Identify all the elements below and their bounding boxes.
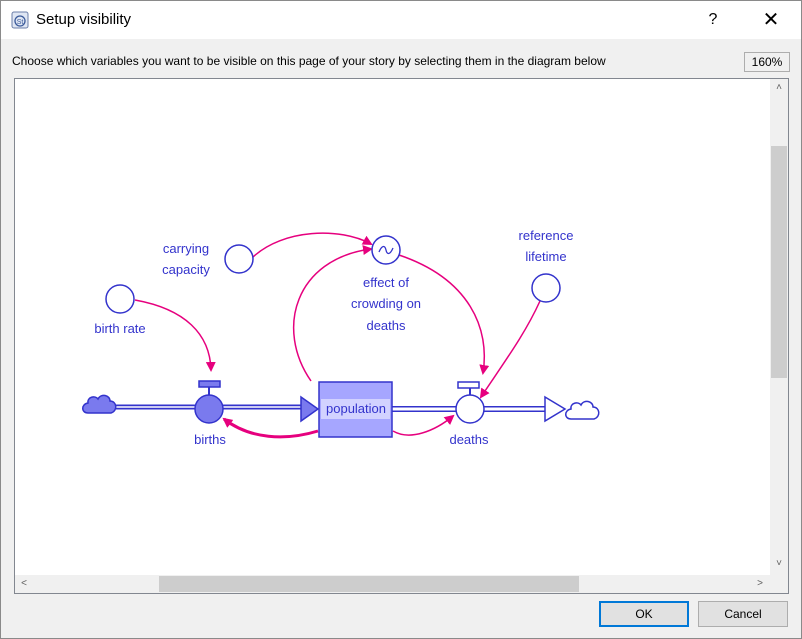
instructions-text: Choose which variables you want to be vi… xyxy=(12,54,606,68)
population-label: population xyxy=(326,401,386,416)
effect-of-crowding-label-1: effect of xyxy=(363,275,409,290)
vertical-scroll-thumb[interactable] xyxy=(771,146,787,378)
cancel-button[interactable]: Cancel xyxy=(698,601,788,627)
scroll-down-arrow[interactable]: ˅ xyxy=(776,558,782,569)
window-title: Setup visibility xyxy=(36,11,132,28)
reference-lifetime-label-1: reference xyxy=(519,228,574,243)
carrying-capacity-label-2: capacity xyxy=(162,262,210,277)
deaths-label: deaths xyxy=(449,432,489,447)
reference-lifetime-label-2: lifetime xyxy=(525,249,566,264)
scroll-left-arrow[interactable]: < xyxy=(21,578,27,589)
app-icon: St xyxy=(11,11,29,29)
horizontal-scrollbar[interactable]: < > xyxy=(15,575,771,593)
carrying-capacity-node[interactable] xyxy=(224,244,254,274)
deaths-flow-pipe xyxy=(392,395,567,423)
close-button[interactable]: ✕ xyxy=(762,9,780,31)
carrying-capacity-label-1: carrying xyxy=(163,241,209,256)
effect-of-crowding-label-3: deaths xyxy=(366,318,406,333)
scroll-up-arrow[interactable]: ˄ xyxy=(776,82,782,93)
reference-lifetime-node[interactable] xyxy=(531,273,561,303)
vertical-scrollbar[interactable]: ˄ ˅ xyxy=(770,79,788,576)
scrollbar-corner xyxy=(770,575,788,593)
sink-cloud-icon xyxy=(565,400,600,420)
deaths-valve[interactable] xyxy=(455,381,485,424)
title-bar: St Setup visibility ? ✕ xyxy=(1,1,801,39)
birth-rate-label: birth rate xyxy=(94,321,145,336)
births-valve[interactable] xyxy=(194,380,224,424)
model-diagram[interactable]: carrying capacity birth rate effect of c… xyxy=(15,79,770,575)
effect-of-crowding-node[interactable] xyxy=(371,235,401,265)
ok-button[interactable]: OK xyxy=(599,601,689,627)
effect-of-crowding-label-2: crowding on xyxy=(351,296,421,311)
causal-links xyxy=(134,232,541,439)
births-flow-pipe xyxy=(115,395,320,423)
births-label: births xyxy=(194,432,226,447)
horizontal-scroll-thumb[interactable] xyxy=(159,576,579,592)
scroll-right-arrow[interactable]: > xyxy=(757,578,763,589)
population-stock[interactable] xyxy=(318,381,393,438)
svg-text:St: St xyxy=(17,19,24,26)
zoom-level[interactable]: 160% xyxy=(744,52,790,72)
help-button[interactable]: ? xyxy=(708,11,718,28)
source-cloud-icon xyxy=(82,394,117,414)
birth-rate-node[interactable] xyxy=(105,284,135,314)
diagram-canvas[interactable]: carrying capacity birth rate effect of c… xyxy=(14,78,789,594)
